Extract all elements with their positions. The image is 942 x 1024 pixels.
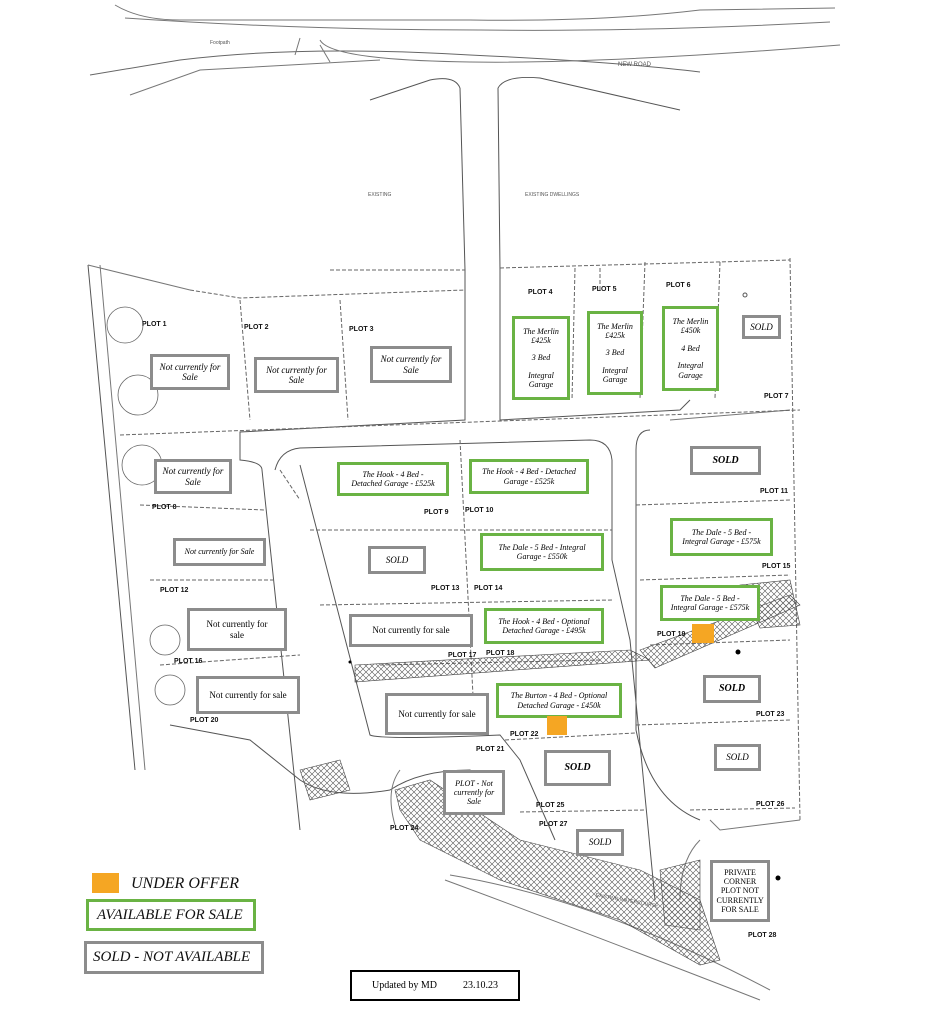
updated-label: Updated by MD — [372, 980, 437, 991]
plot-1-label: PLOT 1 — [142, 321, 167, 328]
plot-9-status[interactable]: The Hook - 4 Bed - Detached Garage - £52… — [337, 462, 449, 496]
plot-18-status[interactable]: The Hook - 4 Bed - Optional Detached Gar… — [484, 608, 604, 644]
updated-date: 23.10.23 — [463, 980, 498, 991]
plot-4-label: PLOT 4 — [528, 289, 553, 296]
plot-16-label: PLOT 16 — [174, 658, 203, 665]
plot-12-label: PLOT 12 — [160, 587, 189, 594]
new-road-label: NEW ROAD — [618, 62, 651, 68]
plot-22-status[interactable]: The Burton - 4 Bed - Optional Detached G… — [496, 683, 622, 718]
plot-5-label: PLOT 5 — [592, 286, 617, 293]
plot-25-label: PLOT 25 — [536, 802, 565, 809]
plot-6-beds: 4 Bed — [681, 343, 700, 353]
plot-9-label: PLOT 9 — [424, 509, 449, 516]
plot-13-label: PLOT 13 — [431, 585, 460, 592]
legend-available-label: AVAILABLE FOR SALE — [97, 906, 243, 923]
plot-26-label: PLOT 26 — [756, 801, 785, 808]
plot-7-label: PLOT 7 — [764, 393, 789, 400]
plot-2-status[interactable]: Not currently for Sale — [254, 357, 339, 393]
plot-21-status[interactable]: Not currently for sale — [385, 693, 489, 735]
plot-5-beds: 3 Bed — [605, 348, 625, 358]
plot-2-label: PLOT 2 — [244, 324, 269, 331]
plot-17-label: PLOT 17 — [448, 652, 477, 659]
plot-4-garage: Integral Garage — [528, 370, 554, 389]
plot-19-label: PLOT 19 — [657, 631, 686, 638]
plot-14-label: PLOT 14 — [474, 585, 503, 592]
footpath-label: Footpath — [210, 40, 230, 46]
legend-under-offer-label: UNDER OFFER — [131, 875, 239, 892]
plot-18-label: PLOT 18 — [486, 650, 515, 657]
plot-24-label: PLOT 24 — [390, 825, 419, 832]
legend-sold-label: SOLD - NOT AVAILABLE — [93, 949, 251, 965]
plot-3-status[interactable]: Not currently for Sale — [370, 346, 452, 383]
plot-27-status[interactable]: SOLD — [576, 829, 624, 856]
plot-23-label: PLOT 23 — [756, 711, 785, 718]
plot-6-garage: Integral Garage — [677, 361, 704, 380]
plot-10-label: PLOT 10 — [465, 507, 494, 514]
legend-sold-box: SOLD - NOT AVAILABLE — [84, 941, 264, 974]
plot-6-label: PLOT 6 — [666, 282, 691, 289]
plot-10-status[interactable]: The Hook - 4 Bed - Detached Garage - £52… — [469, 459, 589, 494]
plot-8-status[interactable]: Not currently for Sale — [154, 459, 232, 494]
plot-15-status[interactable]: The Dale - 5 Bed - Integral Garage - £57… — [670, 518, 773, 556]
plot-8-label: PLOT 8 — [152, 504, 177, 511]
plot-12-status[interactable]: Not currently for Sale — [173, 538, 266, 566]
plot-11-label: PLOT 11 — [760, 488, 789, 495]
plot-15-label: PLOT 15 — [762, 563, 791, 570]
updated-box: Updated by MD 23.10.23 — [350, 970, 520, 1001]
plot-5-status[interactable]: The Merlin£425k 3 Bed Integral Garage — [587, 311, 643, 395]
plot-6-status[interactable]: The Merlin£450k 4 Bed Integral Garage — [662, 306, 719, 391]
plot-7-status[interactable]: SOLD — [742, 315, 781, 339]
plot-6-price: £450k — [680, 326, 701, 336]
plot-21-label: PLOT 21 — [476, 746, 505, 753]
plot-20-label: PLOT 20 — [190, 717, 219, 724]
plot-17-status[interactable]: Not currently for sale — [349, 614, 473, 647]
plot-20-status[interactable]: Not currently for sale — [196, 676, 300, 714]
plot-22-under-offer-marker — [547, 716, 567, 735]
plot-24-status[interactable]: PLOT - Not currently for Sale — [443, 770, 505, 815]
existing-label: EXISTING — [368, 192, 392, 198]
plot-26-status[interactable]: SOLD — [714, 744, 761, 771]
plot-11-status[interactable]: SOLD — [690, 446, 761, 475]
plot-3-label: PLOT 3 — [349, 326, 374, 333]
plot-19-status[interactable]: The Dale - 5 Bed - Integral Garage - £57… — [660, 585, 760, 621]
plot-14-status[interactable]: The Dale - 5 Bed - Integral Garage - £55… — [480, 533, 604, 571]
plot-5-price: £425k — [605, 331, 625, 341]
plot-4-house: The Merlin — [523, 327, 559, 337]
plot-28-status[interactable]: PRIVATE CORNER PLOT NOT CURRENTLY FOR SA… — [710, 860, 770, 922]
plot-13-status[interactable]: SOLD — [368, 546, 426, 574]
plot-4-status[interactable]: The Merlin£425k 3 Bed Integral Garage — [512, 316, 570, 400]
plot-4-price: £425k — [531, 336, 551, 346]
plot-22-label: PLOT 22 — [510, 731, 539, 738]
existing-dwellings-label: EXISTING DWELLINGS — [525, 192, 580, 198]
plot-27-label: PLOT 27 — [539, 821, 568, 828]
plot-6-house: The Merlin — [672, 317, 709, 327]
plot-5-garage: Integral Garage — [602, 365, 628, 384]
legend-under-offer-swatch — [92, 873, 119, 893]
plot-1-status[interactable]: Not currently for Sale — [150, 354, 230, 390]
plot-19-under-offer-marker — [692, 624, 714, 643]
plot-25-status[interactable]: SOLD — [544, 750, 611, 786]
plot-23-status[interactable]: SOLD — [703, 675, 761, 703]
plot-16-status[interactable]: Not currently for sale — [187, 608, 287, 651]
plot-28-label: PLOT 28 — [748, 932, 777, 939]
plot-5-house: The Merlin — [597, 322, 633, 332]
plot-4-beds: 3 Bed — [531, 353, 551, 363]
legend-available-box: AVAILABLE FOR SALE — [86, 899, 256, 931]
